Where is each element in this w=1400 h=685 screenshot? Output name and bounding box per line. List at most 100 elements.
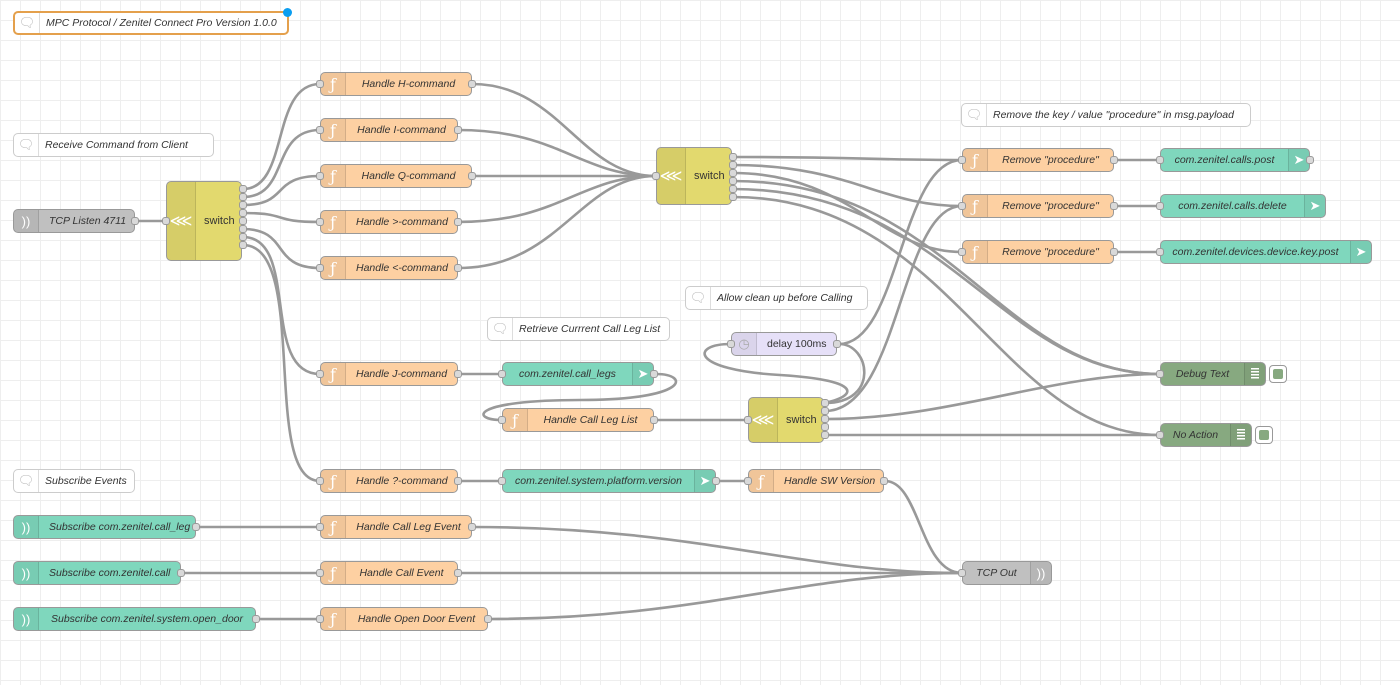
input-port[interactable] (316, 172, 324, 180)
output-port[interactable] (454, 370, 462, 378)
output-port[interactable] (729, 193, 737, 201)
function-remove-procedure-1[interactable]: ƒ Remove "procedure" (962, 148, 1114, 172)
subscribe-call-leg-node[interactable]: )) Subscribe com.zenitel.call_leg (13, 515, 196, 539)
flow-title-comment[interactable]: 🗨 MPC Protocol / Zenitel Connect Pro Ver… (13, 8, 292, 35)
function-handle-call-event[interactable]: ƒ Handle Call Event (320, 561, 458, 585)
output-port[interactable] (239, 233, 247, 241)
mq-platform-version-node[interactable]: com.zenitel.system.platform.version ➤ (502, 469, 716, 493)
debug-toggle-button[interactable] (1255, 426, 1273, 444)
input-port[interactable] (958, 202, 966, 210)
output-port[interactable] (712, 477, 720, 485)
function-handle-lt[interactable]: ƒ Handle <-command (320, 256, 458, 280)
switch-main-node[interactable]: ⋘ switch (166, 181, 242, 261)
input-port[interactable] (958, 569, 966, 577)
output-port[interactable] (821, 431, 829, 439)
function-handle-call-leg-event[interactable]: ƒ Handle Call Leg Event (320, 515, 472, 539)
function-handle-j[interactable]: ƒ Handle J-command (320, 362, 458, 386)
output-port[interactable] (1110, 248, 1118, 256)
output-port[interactable] (192, 523, 200, 531)
output-port[interactable] (729, 169, 737, 177)
output-port[interactable] (1306, 156, 1314, 164)
input-port[interactable] (744, 477, 752, 485)
output-port[interactable] (239, 201, 247, 209)
output-port[interactable] (729, 177, 737, 185)
output-port[interactable] (650, 370, 658, 378)
input-port[interactable] (652, 172, 660, 180)
input-port[interactable] (1156, 202, 1164, 210)
comment-receive-command[interactable]: 🗨 Receive Command from Client (13, 133, 214, 157)
output-port[interactable] (821, 415, 829, 423)
output-port[interactable] (239, 185, 247, 193)
input-port[interactable] (316, 615, 324, 623)
input-port[interactable] (744, 416, 752, 424)
output-port[interactable] (729, 153, 737, 161)
debug-toggle-button[interactable] (1269, 365, 1287, 383)
output-port[interactable] (454, 218, 462, 226)
mq-calls-delete-node[interactable]: com.zenitel.calls.delete ➤ (1160, 194, 1326, 218)
function-handle-i[interactable]: ƒ Handle I-command (320, 118, 458, 142)
input-port[interactable] (162, 217, 170, 225)
switch-low-node[interactable]: ⋘ switch (748, 397, 824, 443)
output-port[interactable] (454, 477, 462, 485)
function-handle-call-leg-list[interactable]: ƒ Handle Call Leg List (502, 408, 654, 432)
subscribe-call-node[interactable]: )) Subscribe com.zenitel.call (13, 561, 181, 585)
output-port[interactable] (650, 416, 658, 424)
input-port[interactable] (498, 477, 506, 485)
input-port[interactable] (316, 569, 324, 577)
comment-subscribe-events[interactable]: 🗨 Subscribe Events (13, 469, 135, 493)
output-port[interactable] (468, 80, 476, 88)
subscribe-open-door-node[interactable]: )) Subscribe com.zenitel.system.open_doo… (13, 607, 256, 631)
tcp-out-node[interactable]: TCP Out )) (962, 561, 1052, 585)
no-action-debug-node[interactable]: No Action (1160, 423, 1273, 447)
output-port[interactable] (239, 209, 247, 217)
function-handle-q[interactable]: ƒ Handle Q-command (320, 164, 472, 188)
output-port[interactable] (821, 407, 829, 415)
output-port[interactable] (821, 423, 829, 431)
tcp-listen-node[interactable]: )) TCP Listen 4711 (13, 209, 135, 233)
output-port[interactable] (131, 217, 139, 225)
debug-text-node[interactable]: Debug Text (1160, 362, 1287, 386)
output-port[interactable] (484, 615, 492, 623)
output-port[interactable] (729, 185, 737, 193)
input-port[interactable] (316, 80, 324, 88)
output-port[interactable] (1110, 156, 1118, 164)
output-port[interactable] (252, 615, 260, 623)
output-port[interactable] (468, 523, 476, 531)
input-port[interactable] (727, 340, 735, 348)
mq-calls-post-node[interactable]: com.zenitel.calls.post ➤ (1160, 148, 1310, 172)
function-handle-h[interactable]: ƒ Handle H-command (320, 72, 472, 96)
function-handle-sw-version[interactable]: ƒ Handle SW Version (748, 469, 884, 493)
output-port[interactable] (239, 241, 247, 249)
input-port[interactable] (316, 523, 324, 531)
delay-node[interactable]: ◷ delay 100ms (731, 332, 837, 356)
function-handle-open-door-event[interactable]: ƒ Handle Open Door Event (320, 607, 488, 631)
output-port[interactable] (833, 340, 841, 348)
input-port[interactable] (316, 477, 324, 485)
input-port[interactable] (1156, 431, 1164, 439)
function-handle-question[interactable]: ƒ Handle ?-command (320, 469, 458, 493)
function-remove-procedure-3[interactable]: ƒ Remove "procedure" (962, 240, 1114, 264)
input-port[interactable] (958, 156, 966, 164)
comment-allow-cleanup[interactable]: 🗨 Allow clean up before Calling (685, 286, 868, 310)
input-port[interactable] (316, 218, 324, 226)
input-port[interactable] (1156, 156, 1164, 164)
output-port[interactable] (239, 217, 247, 225)
output-port[interactable] (454, 126, 462, 134)
output-port[interactable] (880, 477, 888, 485)
input-port[interactable] (498, 416, 506, 424)
output-port[interactable] (729, 161, 737, 169)
output-port[interactable] (239, 225, 247, 233)
output-port[interactable] (454, 264, 462, 272)
output-port[interactable] (821, 399, 829, 407)
output-port[interactable] (454, 569, 462, 577)
input-port[interactable] (316, 126, 324, 134)
switch-mid-node[interactable]: ⋘ switch (656, 147, 732, 205)
input-port[interactable] (498, 370, 506, 378)
input-port[interactable] (1156, 248, 1164, 256)
mq-device-key-post-node[interactable]: com.zenitel.devices.device.key.post ➤ (1160, 240, 1372, 264)
input-port[interactable] (316, 370, 324, 378)
output-port[interactable] (239, 193, 247, 201)
input-port[interactable] (958, 248, 966, 256)
output-port[interactable] (468, 172, 476, 180)
output-port[interactable] (1110, 202, 1118, 210)
